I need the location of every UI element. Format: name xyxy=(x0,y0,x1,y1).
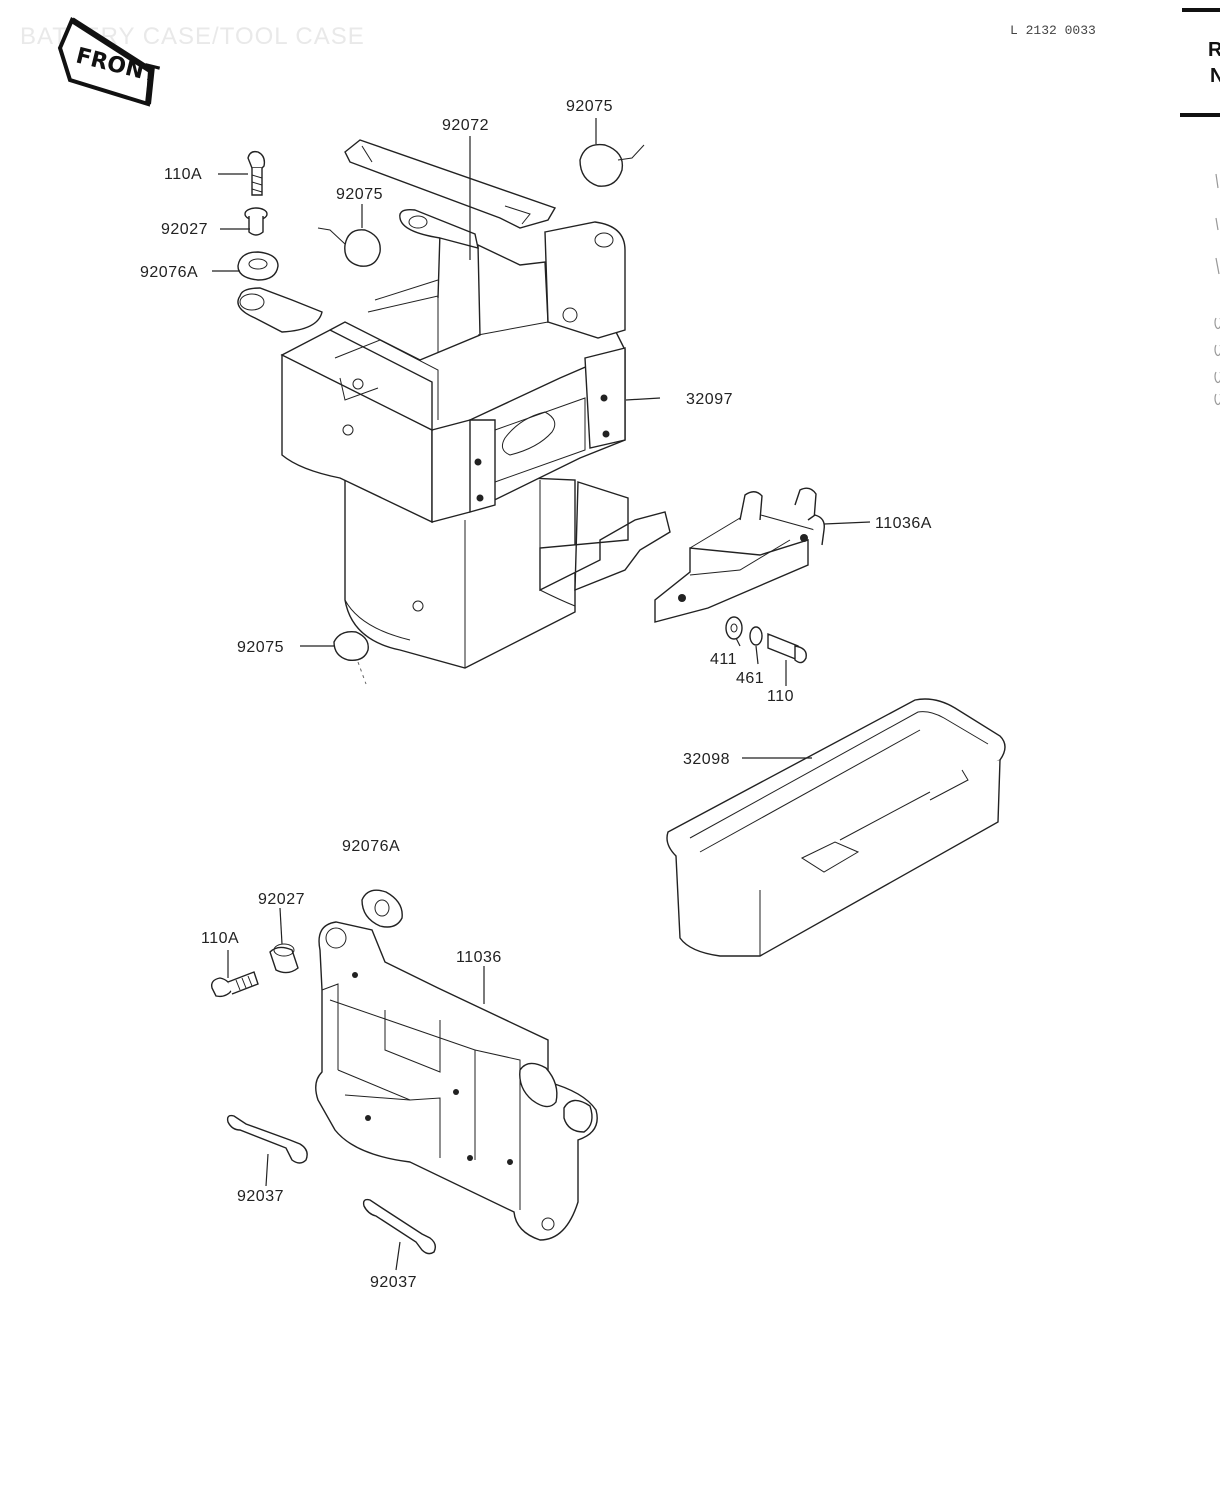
bolt-110A-bottom xyxy=(210,971,259,998)
part-label-32097: 32097 xyxy=(686,391,733,408)
side-column-fragments xyxy=(1214,173,1220,405)
part-label-92076A-top: 92076A xyxy=(140,264,198,281)
battery-case-32097 xyxy=(237,208,626,669)
bolt-110A-top xyxy=(247,150,266,196)
bracket-11036A xyxy=(539,481,825,623)
washer-411 xyxy=(725,616,743,640)
grommet-92076A-top xyxy=(237,251,279,281)
part-label-92027-top: 92027 xyxy=(161,221,208,238)
part-label-11036: 11036 xyxy=(456,949,502,966)
cap-92075-mid xyxy=(317,227,381,267)
part-label-110A-top: 110A xyxy=(164,166,202,183)
cap-92075-top-right xyxy=(579,143,645,187)
part-label-92027-bottom: 92027 xyxy=(258,891,305,908)
part-labels: 110A 92027 92076A 92072 92075 92075 3209… xyxy=(140,98,932,1291)
part-label-411: 411 xyxy=(710,651,737,668)
part-label-11036A: 11036A xyxy=(875,515,932,532)
collar-92027-top xyxy=(244,207,268,236)
part-label-110: 110 xyxy=(767,688,794,705)
plate-11036 xyxy=(315,921,598,1241)
pin-92037-left xyxy=(226,1114,308,1164)
part-label-92072: 92072 xyxy=(442,117,489,134)
collar-92027-bottom xyxy=(269,943,299,974)
pin-92037-right xyxy=(362,1198,437,1255)
side-letter-n: N xyxy=(1210,65,1220,87)
part-label-92075-top-right: 92075 xyxy=(566,98,613,115)
strap-92072 xyxy=(344,139,557,229)
lockwasher-461 xyxy=(749,626,763,646)
part-label-110A-bottom: 110A xyxy=(201,930,239,947)
bolt-110 xyxy=(767,632,807,664)
part-label-92075-mid: 92075 xyxy=(336,186,383,203)
part-label-32098: 32098 xyxy=(683,751,730,768)
leader-lines xyxy=(212,118,871,1271)
tool-case-32098 xyxy=(666,698,1006,957)
part-label-461: 461 xyxy=(736,670,764,687)
part-label-92076A-bottom: 92076A xyxy=(342,838,400,855)
part-label-92075-bottom: 92075 xyxy=(237,639,284,656)
front-arrow-icon: FRONT xyxy=(57,17,161,107)
part-label-92037-right: 92037 xyxy=(370,1274,417,1291)
cap-92075-bottom xyxy=(333,631,369,685)
grommet-92076A-bottom xyxy=(361,889,403,928)
part-label-92037-left: 92037 xyxy=(237,1188,284,1205)
diagram-code: L 2132 0033 xyxy=(1010,23,1096,38)
side-letter-r: R xyxy=(1208,39,1220,61)
